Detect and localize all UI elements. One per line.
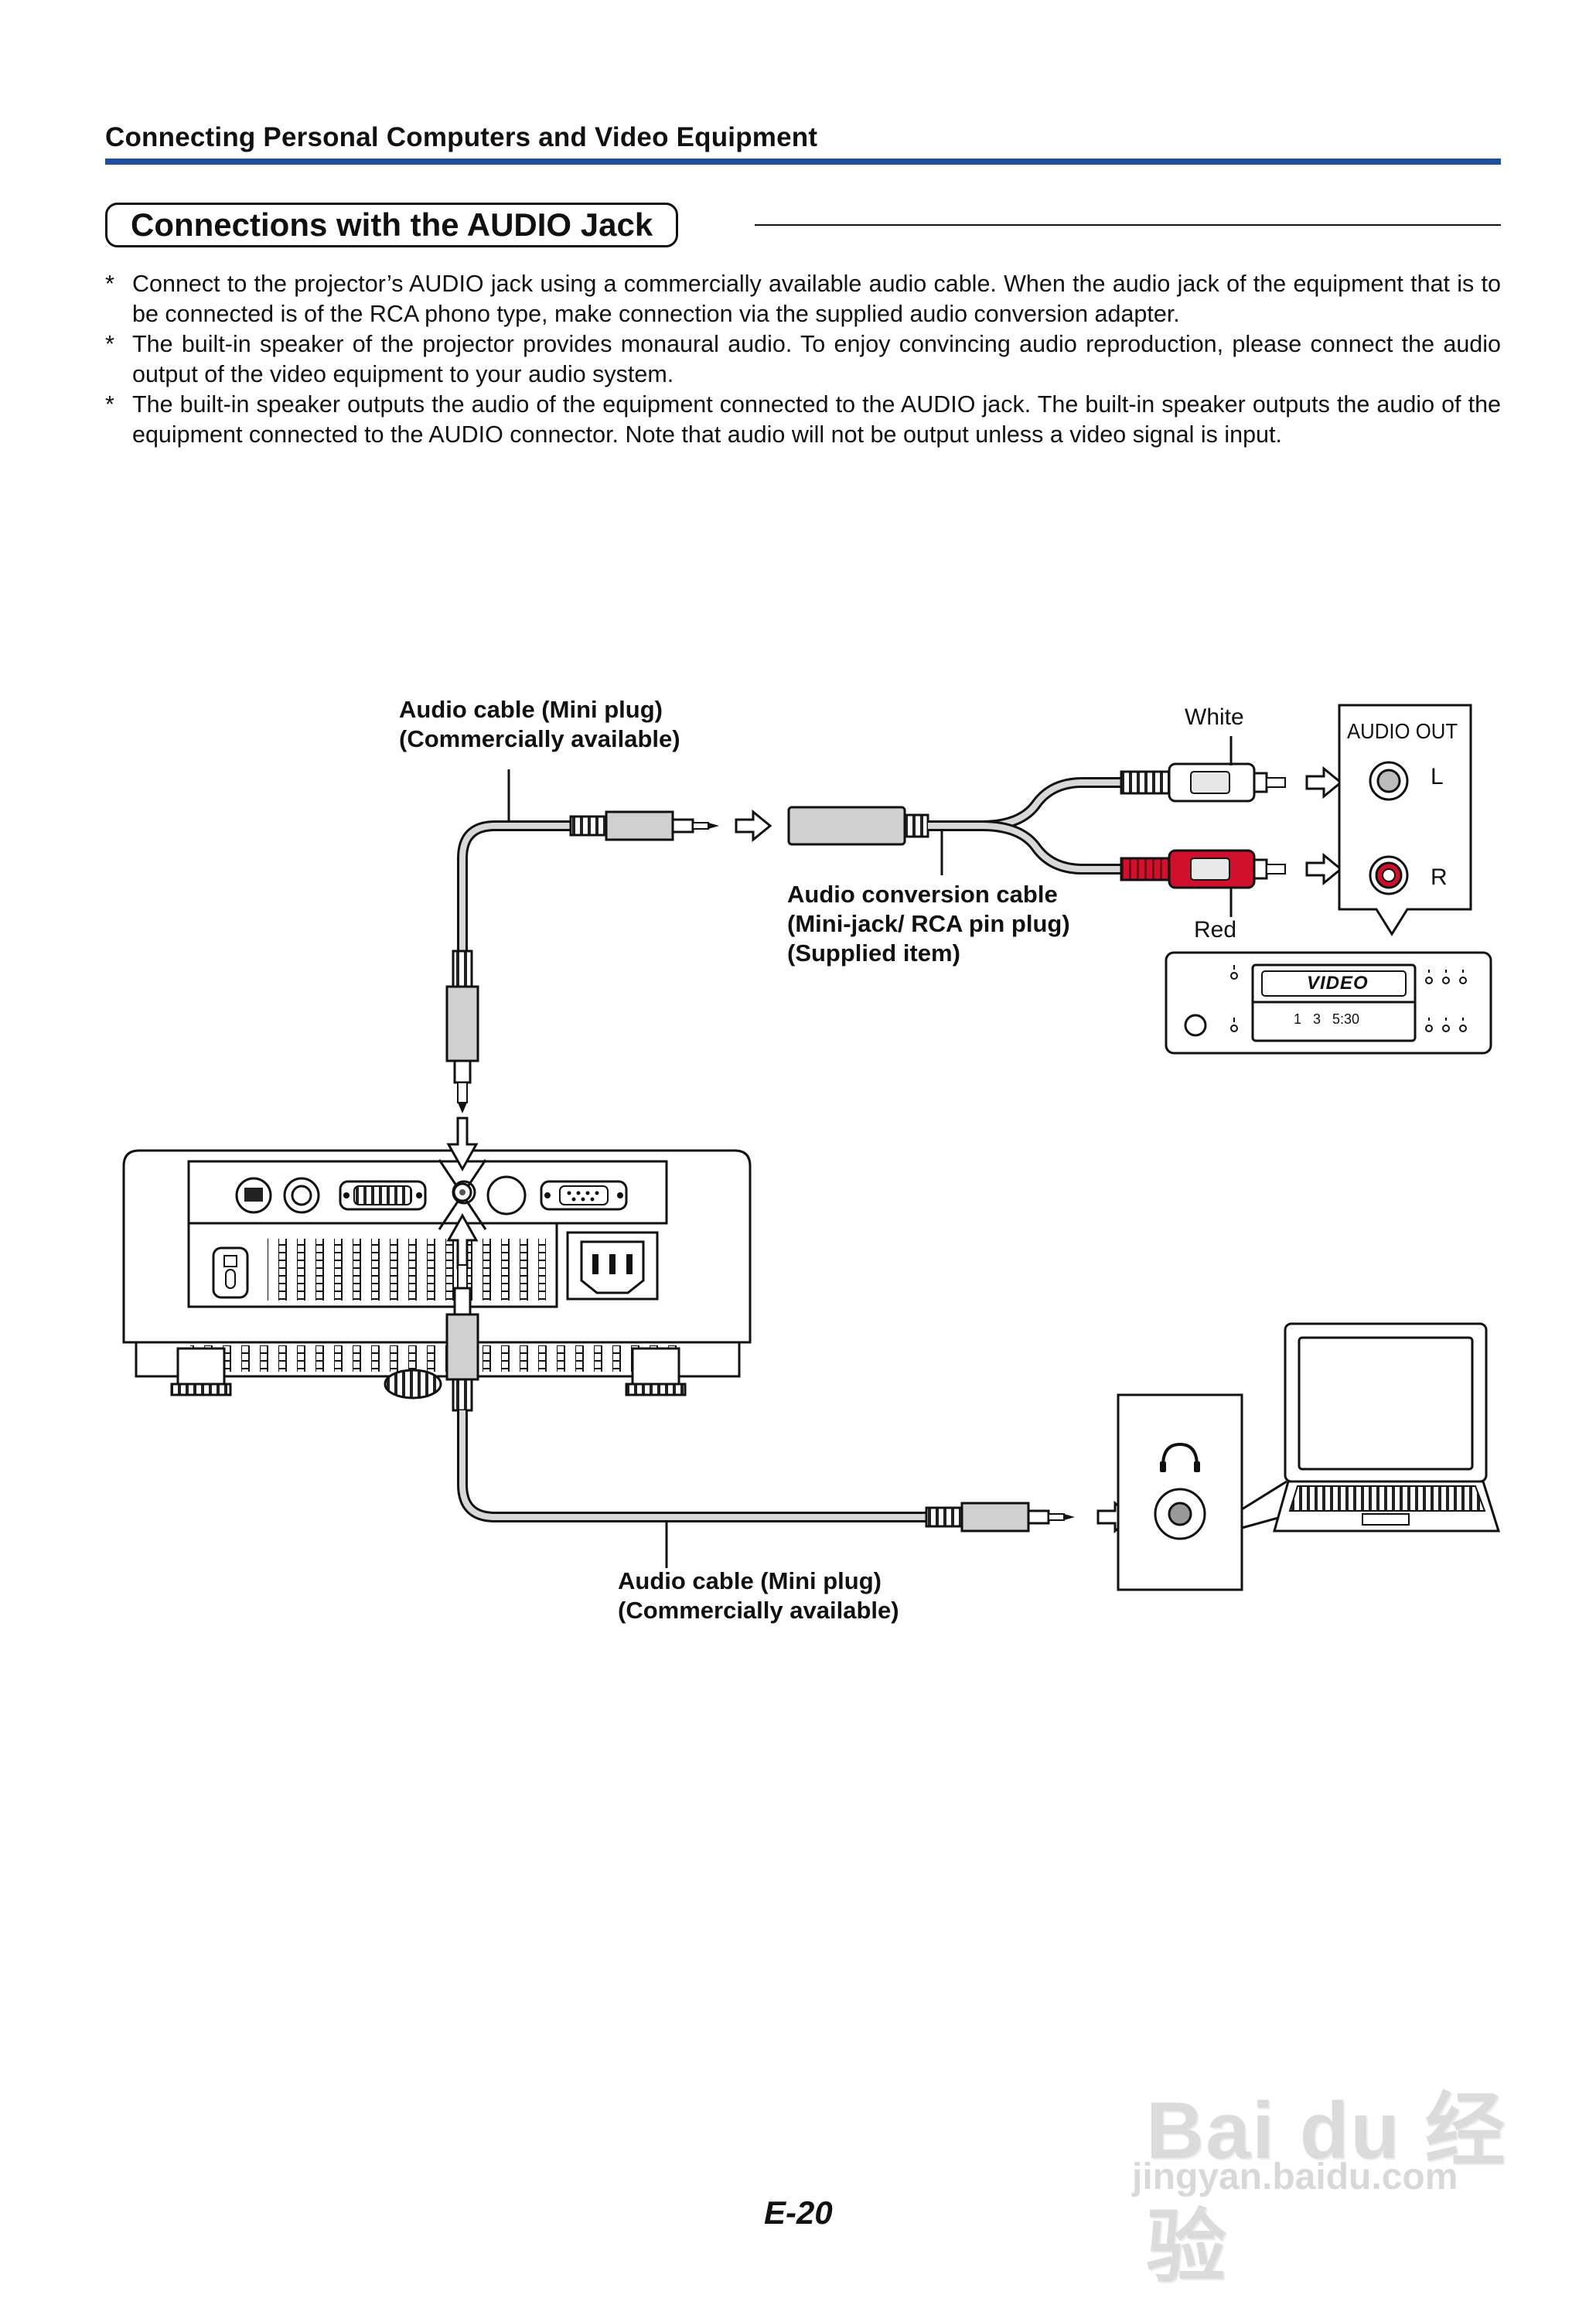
note-marker: * bbox=[105, 271, 114, 297]
note-item: * The built-in speaker outputs the audio … bbox=[105, 390, 1501, 450]
section-title-text: Connections with the AUDIO Jack bbox=[131, 206, 653, 243]
top-audio-cable bbox=[445, 769, 719, 1113]
video-deck bbox=[1165, 951, 1492, 1055]
notes-list: * Connect to the projector’s AUDIO jack u… bbox=[105, 269, 1501, 450]
red-plug-label: Red bbox=[1194, 917, 1237, 943]
bottom-cable-label: Audio cable (Mini plug) (Commercially av… bbox=[618, 1567, 899, 1625]
watermark-url: jingyan.baidu.com bbox=[1132, 2157, 1458, 2197]
headphone-jack-panel bbox=[1117, 1393, 1287, 1591]
conversion-cable-label-line3: (Supplied item) bbox=[787, 939, 960, 967]
arrow-right-icon bbox=[735, 809, 772, 843]
bottom-audio-cable bbox=[445, 1264, 1075, 1568]
audio-out-panel bbox=[1338, 704, 1472, 936]
note-text: Connect to the projector’s AUDIO jack us… bbox=[132, 271, 1501, 327]
title-rule bbox=[755, 224, 1501, 226]
arrow-right-icon bbox=[1305, 852, 1343, 886]
page-number: E-20 bbox=[764, 2194, 833, 2231]
audio-out-label: AUDIO OUT bbox=[1347, 719, 1458, 743]
channel-right-label: R bbox=[1431, 864, 1448, 890]
conversion-cable bbox=[787, 736, 1286, 917]
headphone-icon bbox=[1161, 1442, 1199, 1467]
conversion-cable-label-line2: (Mini-jack/ RCA pin plug) bbox=[787, 910, 1070, 937]
conversion-cable-label-line1: Audio conversion cable bbox=[787, 881, 1058, 908]
projector-rear bbox=[122, 1149, 752, 1400]
laptop-computer bbox=[1273, 1322, 1501, 1533]
vcr-display: 1 3 5:30 bbox=[1294, 1011, 1360, 1027]
channel-left-label: L bbox=[1431, 764, 1444, 789]
note-marker: * bbox=[105, 331, 114, 357]
note-marker: * bbox=[105, 391, 114, 418]
white-rca-plug bbox=[1120, 762, 1286, 803]
red-rca-plug bbox=[1120, 849, 1286, 889]
running-header: Connecting Personal Computers and Video … bbox=[105, 122, 818, 152]
note-text: The built-in speaker outputs the audio o… bbox=[132, 391, 1501, 448]
section-title: Connections with the AUDIO Jack bbox=[105, 203, 679, 247]
jack-connection-arrows bbox=[438, 1117, 487, 1270]
baidu-watermark: Bai du 经验 jingyan.baidu.com bbox=[1130, 2057, 1517, 2293]
bottom-cable-label-line2: (Commercially available) bbox=[618, 1597, 899, 1624]
note-text: The built-in speaker of the projector pr… bbox=[132, 331, 1501, 387]
conversion-cable-label: Audio conversion cable (Mini-jack/ RCA p… bbox=[787, 880, 1070, 968]
top-cable-label-line2: (Commercially available) bbox=[399, 725, 680, 752]
white-plug-label: White bbox=[1185, 704, 1244, 730]
top-cable-label: Audio cable (Mini plug) (Commercially av… bbox=[399, 695, 680, 754]
top-cable-label-line1: Audio cable (Mini plug) bbox=[399, 696, 663, 723]
bottom-cable-label-line1: Audio cable (Mini plug) bbox=[618, 1567, 882, 1594]
note-item: * Connect to the projector’s AUDIO jack u… bbox=[105, 269, 1501, 329]
note-item: * The built-in speaker of the projector p… bbox=[105, 329, 1501, 390]
arrow-right-icon bbox=[1305, 765, 1343, 800]
vcr-brand: VIDEO bbox=[1307, 973, 1369, 994]
header-rule bbox=[105, 159, 1501, 165]
